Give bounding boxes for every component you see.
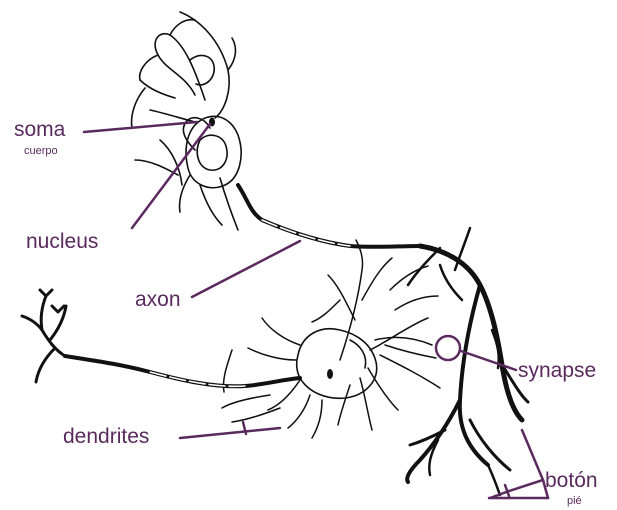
lower-nucleus <box>327 369 333 379</box>
axon-terminal <box>407 228 528 495</box>
synapse-leader <box>461 351 516 370</box>
lower-dendrites <box>222 240 440 438</box>
nucleus-label: nucleus <box>26 231 98 252</box>
soma-sublabel: cuerpo <box>24 146 58 157</box>
soma-leader <box>84 122 197 132</box>
nucleus-leader <box>132 124 210 228</box>
dendrites-leader <box>180 428 280 438</box>
synapse-label: synapse <box>518 360 596 381</box>
synapse-circle <box>436 336 460 360</box>
lower-soma <box>297 329 377 399</box>
lower-axon <box>65 356 300 386</box>
axon-leader <box>192 241 300 297</box>
upper-soma <box>186 116 241 187</box>
boton-label: botón <box>545 470 598 491</box>
lower-axon-terminal <box>22 290 66 382</box>
dendrites-label: dendrites <box>63 426 149 447</box>
axon-label: axon <box>135 289 181 310</box>
soma-label: soma <box>14 119 65 140</box>
upper-dendrites <box>132 12 238 230</box>
boton-sublabel: pié <box>567 496 582 507</box>
upper-axon <box>238 185 420 247</box>
